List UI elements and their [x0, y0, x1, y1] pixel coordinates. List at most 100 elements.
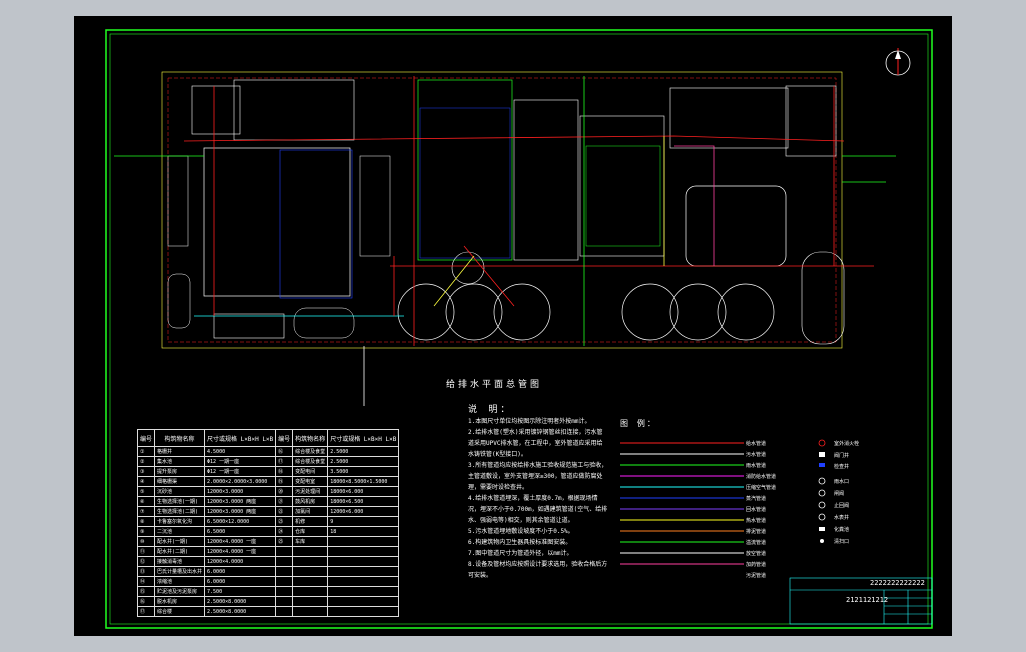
table-cell: 配水井(二期): [154, 546, 206, 557]
legend-label: 消防给水管道: [746, 474, 777, 480]
fire-hydrant-icon: [818, 439, 826, 447]
note-item: 1.本图尺寸单位均按图示除注明者外按mm计。: [468, 418, 591, 425]
table-cell: [292, 586, 329, 597]
process-tank: [419, 107, 511, 259]
symbol-label: 化粪池: [834, 527, 850, 533]
legend-label: 热水管道: [746, 518, 767, 524]
note-item: 3.所有管道均应按给排水施工验收规范施工与验收，主管道敷设，室外支管埋深≥300…: [468, 462, 608, 491]
legend-label: 溢流管道: [746, 540, 767, 546]
table-cell: [275, 606, 294, 617]
table-cell: ⑰: [136, 606, 156, 617]
table-cell: ⑮: [136, 586, 156, 597]
process-tank: [585, 145, 661, 247]
legend-lines: [620, 442, 744, 565]
table-cell: [327, 586, 400, 597]
table-cell: [327, 566, 400, 577]
building-outline: [685, 185, 787, 267]
process-tank: [513, 99, 579, 261]
title-block: [789, 577, 933, 625]
drawing-number: 2222222222222: [870, 579, 925, 587]
table-header-row: 编号 构筑物名称 尺寸或规格 L×B×H L×B 编号 构筑物名称 尺寸或规格 …: [136, 429, 400, 447]
table-cell: 6.0000: [204, 576, 277, 587]
building-outline: [191, 85, 241, 135]
table-cell: ④: [136, 476, 156, 487]
outer-frame: [105, 29, 933, 629]
distribution-well: [451, 251, 485, 285]
notes-list: 1.本图尺寸单位均按图示除注明者外按mm计。 2.给排水管(塑水)采用镀锌钢管丝…: [468, 416, 608, 581]
table-cell: 12000×4.0000 一座: [204, 536, 277, 547]
table-cell: 12000×6.000: [327, 506, 400, 517]
plan-drawing: [105, 29, 933, 629]
table-cell: 12000×3.0000 两座: [204, 496, 277, 507]
table-cell: [327, 576, 400, 587]
table-cell: 9: [327, 516, 400, 527]
table-cell: 12000×4.0000 一座: [204, 546, 277, 557]
legend-heading: 图 例：: [620, 419, 657, 428]
table-cell: ⑯: [136, 596, 156, 607]
building-outline: [213, 313, 285, 339]
table-cell: 3.5000: [327, 466, 400, 477]
inner-frame: [109, 33, 929, 625]
table-cell: 12000×4.0000: [204, 556, 277, 567]
legend-label: 雨水管道: [746, 463, 767, 469]
table-cell: ③: [136, 466, 156, 477]
rain-inlet-icon: [818, 477, 826, 485]
table-cell: 6.5000×12.0000: [204, 516, 277, 527]
symbol-label: 室外消火栓: [834, 441, 860, 447]
table-cell: ㉕: [275, 536, 294, 547]
table-cell: 鼓风机房: [292, 496, 329, 507]
septic-tank-icon: [819, 527, 825, 531]
clarifier-group: [397, 283, 775, 341]
building-outline: [801, 251, 845, 345]
note-item: 7.图中管道尺寸为管道外径，以mm计。: [468, 550, 573, 557]
table-cell: 细格栅渠: [154, 476, 206, 487]
table-cell: 污泥处理间: [292, 486, 329, 497]
table-cell: [275, 566, 294, 577]
notes-heading: 说 明：: [468, 405, 513, 415]
table-cell: 18000×6.000: [327, 486, 400, 497]
note-item: 4.给排水管道埋深，覆土厚度0.7m，根据现场情况，埋深不小于0.700m，如遇…: [468, 495, 608, 524]
table-cell: 12000×3.0000: [204, 486, 277, 497]
table-cell: 6.5000: [204, 526, 277, 537]
note-item: 2.给排水管(塑水)采用镀锌钢管丝扣连接，污水管道采用UPVC排水管，在工程中，…: [468, 429, 603, 458]
table-cell: ㉒: [275, 506, 294, 517]
drawing-name: 2121121212: [846, 596, 889, 604]
table-cell: 综合楼: [154, 606, 206, 617]
building-outline: [359, 155, 391, 257]
table-cell: [275, 586, 294, 597]
table-cell: 巴氏计量槽及出水井: [154, 566, 206, 577]
table-cell: Φ12 一期一座: [204, 456, 277, 467]
legend-label: 污水管道: [746, 452, 767, 458]
table-cell: 生物选择池(一期): [154, 496, 206, 507]
pipe-runs: [114, 76, 896, 406]
column-header: 构筑物名称: [154, 429, 206, 447]
note-item: 5.污水管道埋地敷设坡度不小于0.5%。: [468, 528, 574, 535]
table-cell: 浓缩池: [154, 576, 206, 587]
table-cell: [275, 546, 294, 557]
table-cell: 18000×6.500: [327, 496, 400, 507]
table-cell: ②: [136, 456, 156, 467]
table-cell: ⑯: [275, 446, 294, 457]
table-cell: 卡鲁塞尔氧化沟: [154, 516, 206, 527]
table-cell: [327, 536, 400, 547]
table-cell: [292, 606, 329, 617]
table-cell: ⑭: [136, 576, 156, 587]
building-outline: [669, 87, 789, 149]
column-header: 构筑物名称: [292, 429, 329, 447]
table-cell: 贮泥池及污泥泵房: [154, 586, 206, 597]
table-cell: ⑦: [136, 506, 156, 517]
table-cell: 配水井(一期): [154, 536, 206, 547]
building-outline: [203, 147, 351, 297]
table-cell: 2.5000×8.0000: [204, 606, 277, 617]
table-cell: ⑲: [275, 476, 294, 487]
